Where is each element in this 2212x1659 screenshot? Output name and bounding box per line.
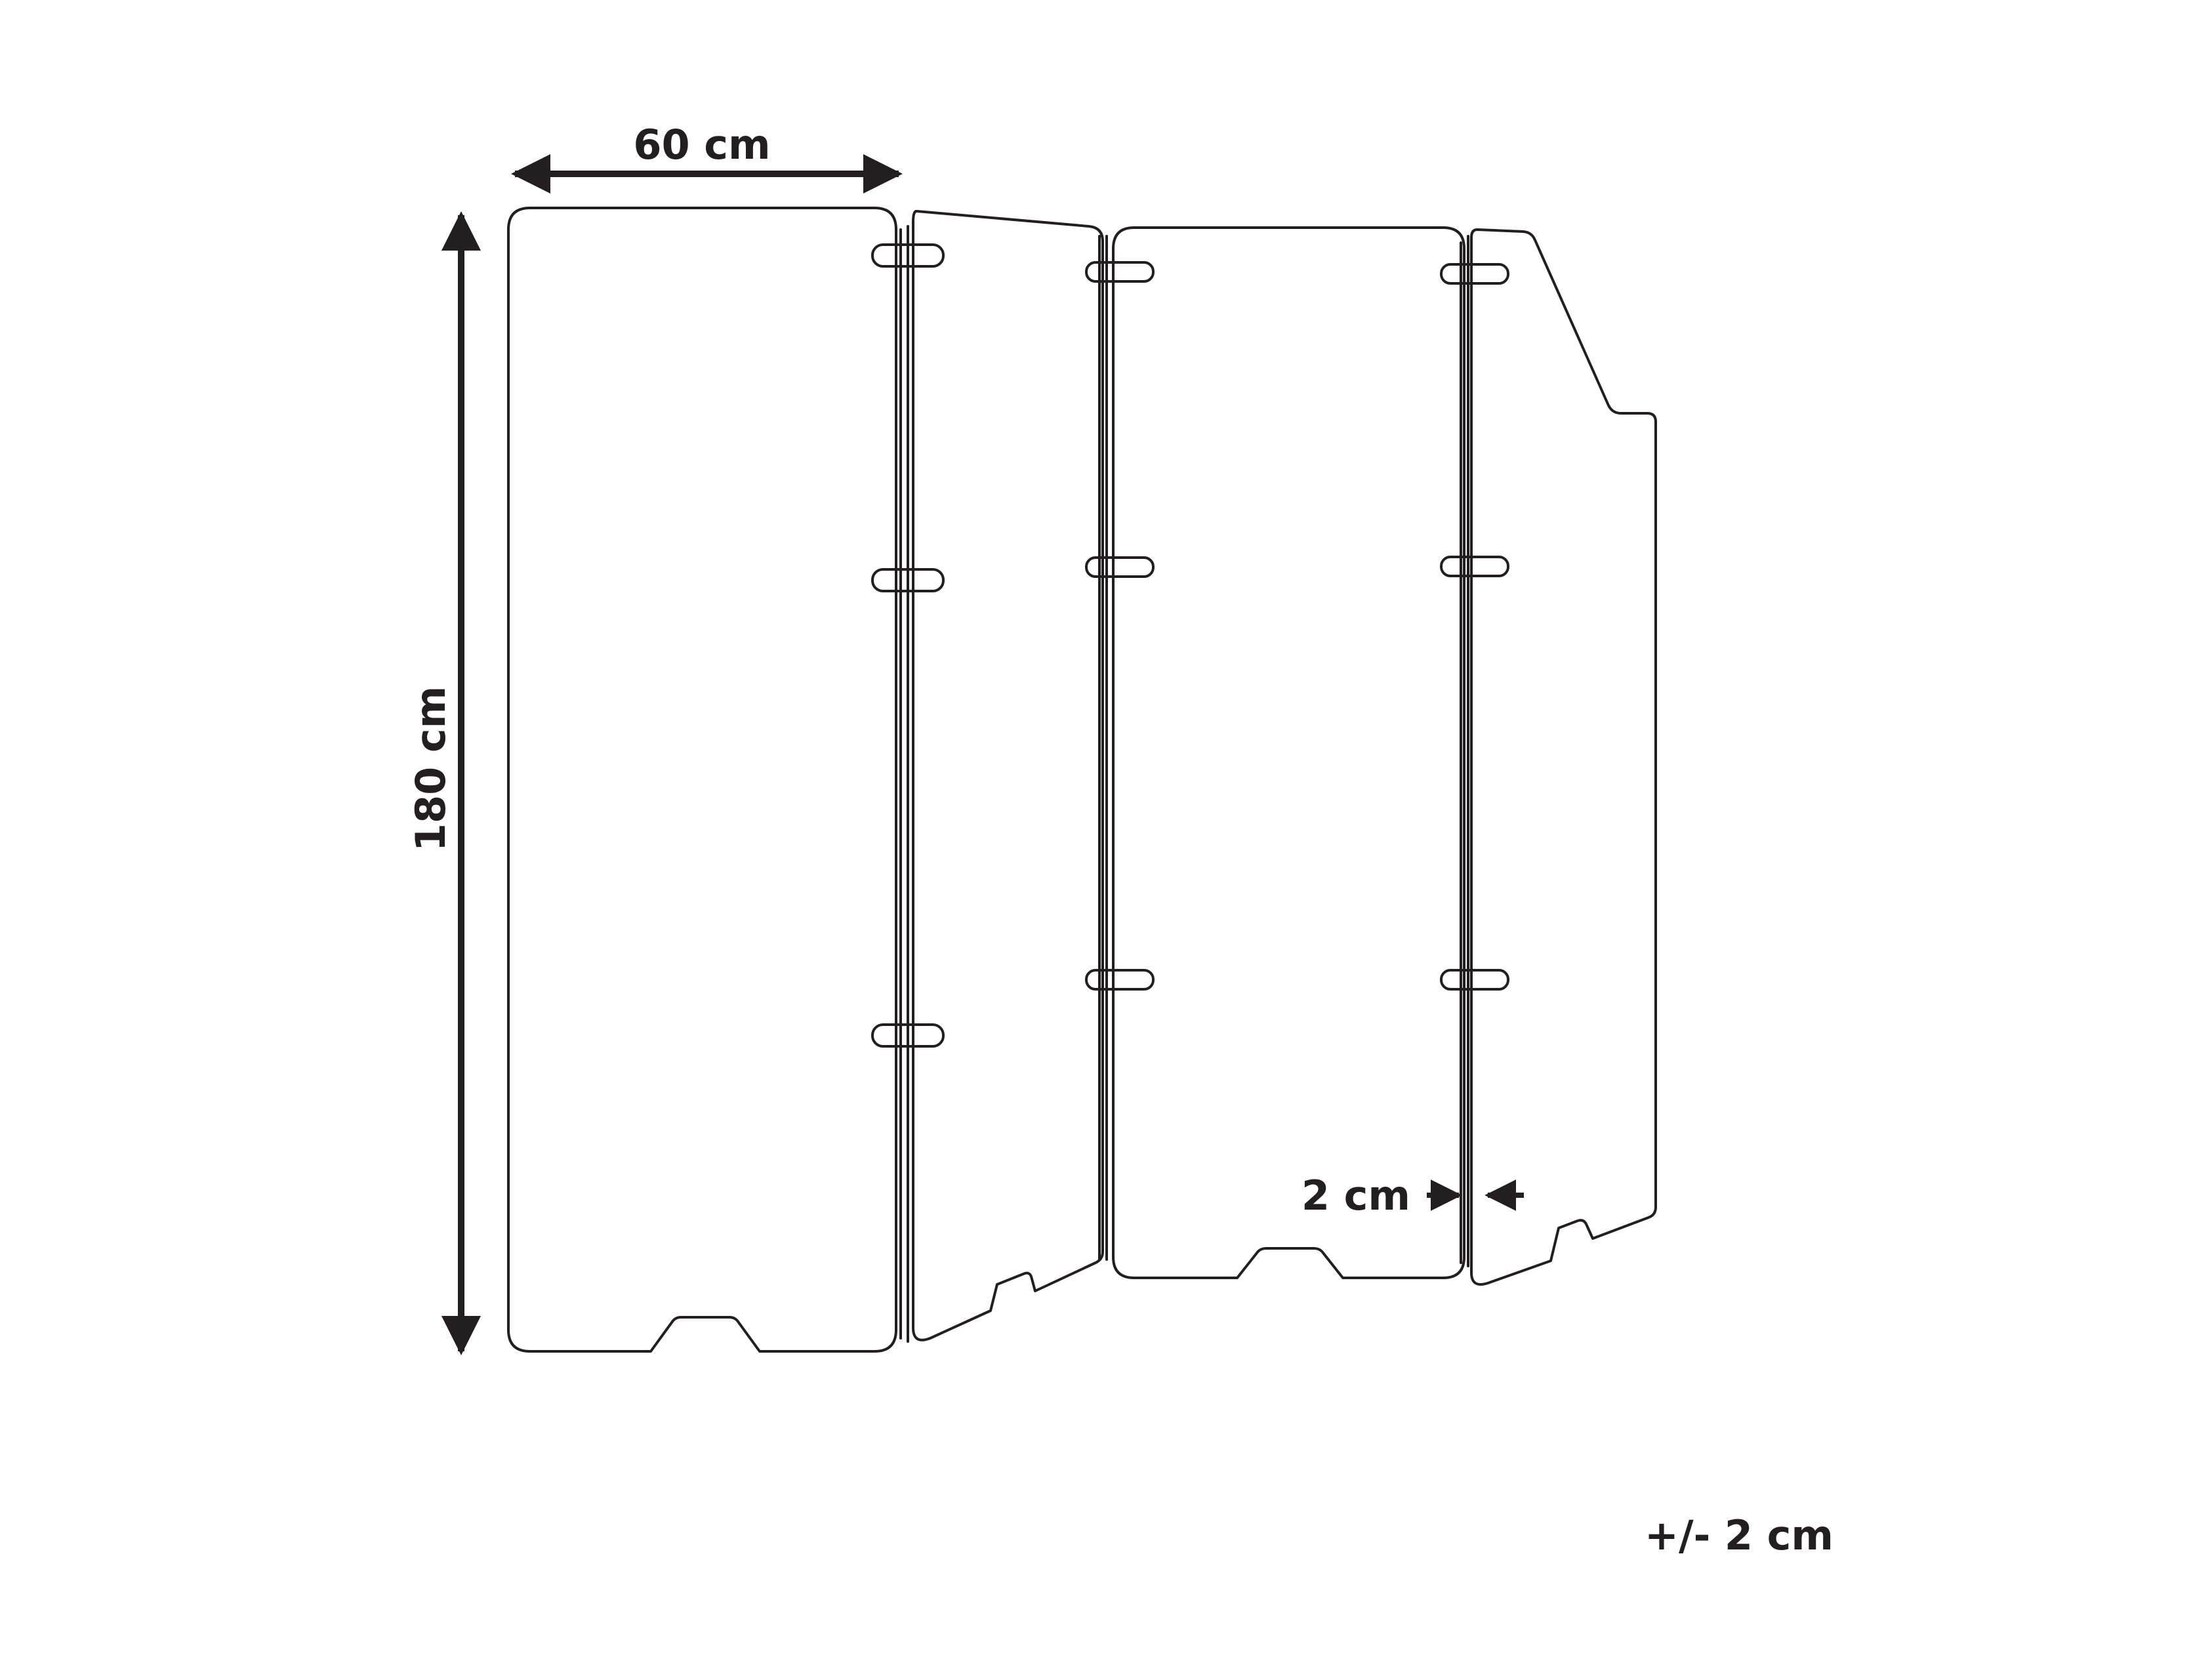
tolerance-label: +/- 2 cm [1645, 1511, 1833, 1559]
width-label: 60 cm [633, 121, 770, 169]
panel-4 [1470, 228, 1657, 1286]
hinge-clips [871, 243, 1509, 1048]
panel-3 [1112, 226, 1465, 1279]
panel-2 [912, 209, 1104, 1342]
panel-1 [507, 207, 897, 1353]
thickness-label: 2 cm [1301, 1172, 1410, 1219]
height-label: 180 cm [407, 686, 455, 851]
